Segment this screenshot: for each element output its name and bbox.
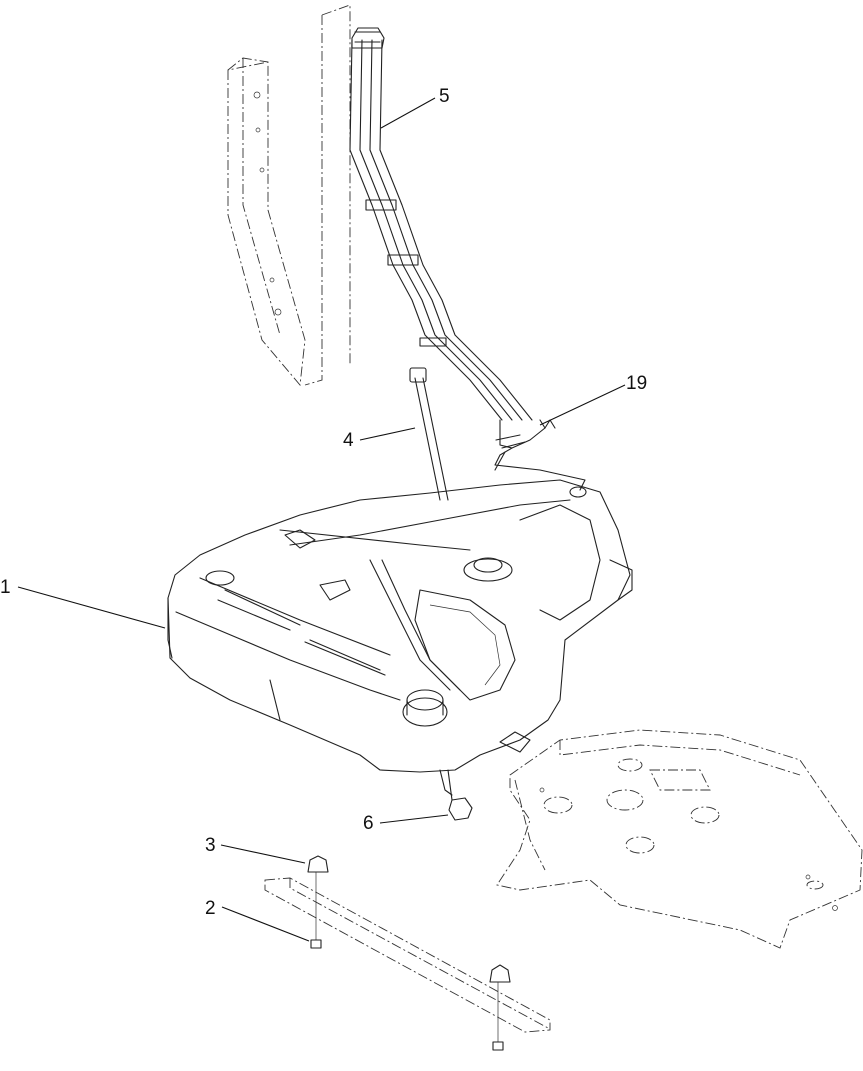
bumper-and-bolt-front	[307, 855, 329, 949]
rops-post	[227, 4, 351, 387]
fuel-tank	[167, 479, 633, 796]
leader-4	[359, 427, 416, 441]
callout-2: 2	[205, 898, 216, 919]
callout-5: 5	[439, 86, 450, 107]
frame-rail	[264, 877, 551, 1033]
leader-19	[539, 384, 626, 426]
callout-19: 19	[626, 373, 647, 394]
leader-3	[220, 844, 306, 864]
leader-1	[17, 586, 166, 629]
fuel-lines	[349, 27, 586, 491]
drain-fitting	[447, 769, 473, 821]
callout-6: 6	[363, 813, 374, 834]
callout-1: 1	[0, 577, 11, 598]
leader-5	[380, 97, 436, 129]
leader-6	[379, 814, 449, 824]
mounting-plate	[496, 729, 863, 949]
callout-4: 4	[343, 430, 354, 451]
callout-3: 3	[205, 835, 216, 856]
leader-2	[221, 906, 310, 942]
bumper-and-bolt-rear	[489, 964, 511, 1051]
vent-hose	[409, 367, 449, 501]
